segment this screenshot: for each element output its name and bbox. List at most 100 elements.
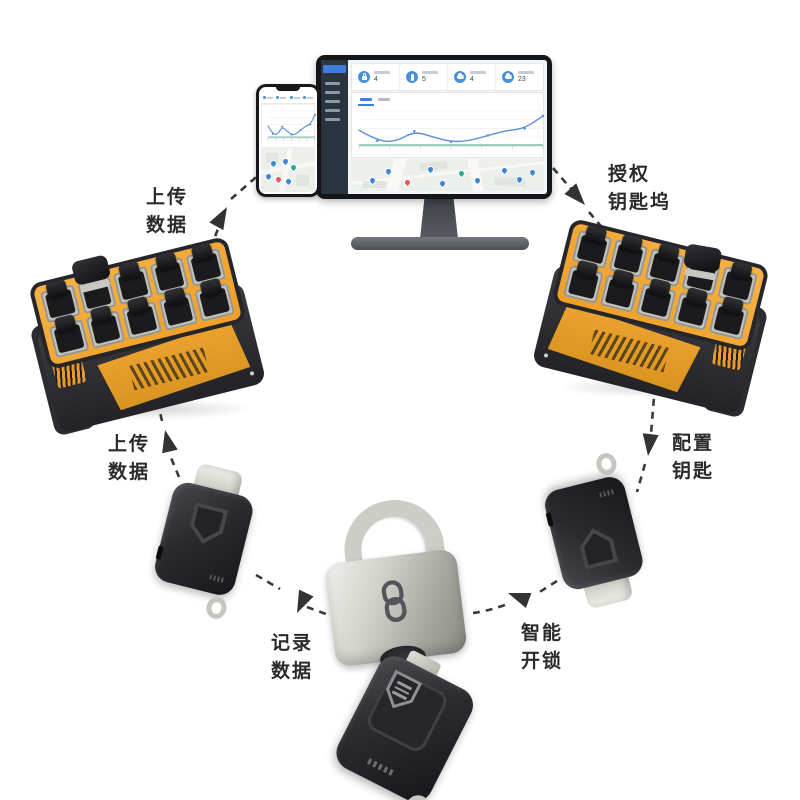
chart-data-point [449, 140, 453, 144]
map-block [295, 175, 309, 186]
key-indicator-dots [209, 574, 224, 583]
chart-data-point [314, 113, 316, 116]
flow-arrowhead [564, 183, 585, 205]
label-line: 数据 [146, 214, 189, 236]
chart-data-point [541, 114, 545, 118]
phone-stat-item [288, 96, 302, 99]
indicator-dot [377, 763, 383, 771]
map-pin-blue [500, 166, 508, 174]
stat-card: 4 [352, 64, 400, 90]
key-icon [276, 96, 280, 99]
dock-key-slot [158, 286, 199, 331]
map-pin-red [403, 179, 412, 187]
flow-dash-segment [255, 573, 281, 591]
stat-value: 5 [422, 75, 426, 83]
sidebar-item [325, 100, 340, 103]
smart-key-left [147, 458, 263, 622]
usb-port [545, 512, 554, 527]
label-line: 授权 [608, 164, 651, 185]
stat-text: 5 [422, 71, 438, 83]
chart-data-point [271, 132, 274, 135]
dock-front-grille [589, 330, 670, 373]
key-body [541, 473, 646, 593]
cloud-upload-icon [303, 96, 307, 99]
dock-screw [249, 371, 255, 376]
flow-arrowhead [209, 207, 227, 231]
dock-key-slot [672, 286, 713, 332]
stat-label-bar [266, 96, 273, 99]
smart-key-fob [327, 643, 483, 800]
map-pin-blue [265, 172, 273, 180]
stat-card: 5 [400, 64, 448, 90]
chart-line-series [358, 115, 544, 143]
indicator-dot [366, 758, 373, 765]
label-line: 上传 [108, 434, 151, 455]
label-line: 上传 [146, 187, 189, 208]
chart-data-point [412, 130, 416, 133]
flow-dash-segment [635, 463, 647, 493]
cloud-upload-icon [502, 71, 514, 83]
indicator-dot [220, 577, 224, 583]
phone-stat-row [261, 92, 315, 104]
monitor-stand-base [351, 237, 529, 250]
indicator-dot [372, 760, 378, 768]
monitor-chart-card [351, 92, 545, 158]
chain-link-logo-icon [381, 580, 407, 623]
sidebar-item [325, 118, 340, 121]
chart-data-point [299, 128, 302, 131]
stat-label-bar [293, 96, 300, 99]
dock-key-slot [194, 277, 236, 322]
cloud-icon [289, 96, 293, 99]
indicator-dot [603, 491, 607, 497]
stat-label-bar [518, 71, 534, 74]
sidebar-item [325, 91, 340, 94]
monitor-chart-svg [358, 110, 545, 149]
label-record-data: 记录 数据 [271, 630, 313, 685]
stat-label-bar [280, 96, 287, 99]
sidebar-active-item [323, 65, 346, 73]
label-line: 数据 [108, 461, 151, 483]
padlock-body [324, 548, 468, 668]
stat-text: 23 [518, 71, 534, 83]
indicator-dot [610, 489, 614, 495]
sidebar-item [325, 109, 340, 112]
stat-label-bar [374, 71, 390, 74]
smart-key-right [537, 450, 653, 615]
stat-label-bar [422, 71, 438, 74]
phone-chart-card [261, 104, 316, 148]
phone-stat-item [261, 96, 275, 99]
stat-value: 23 [518, 75, 526, 83]
monitor-screen: 4 5 4 23 [321, 60, 547, 194]
cloud-upload-icon-glyph [504, 73, 512, 79]
floating-key-right [681, 243, 723, 281]
stat-label-bar [470, 71, 486, 74]
key-body [151, 479, 256, 599]
label-configure-key: 配置 钥匙 [672, 430, 714, 485]
label-smart-unlock: 智能 开锁 [521, 620, 563, 675]
map-block [362, 181, 386, 188]
dock-key-slot [708, 295, 750, 341]
monitor-dashboard: 4 5 4 23 [348, 60, 547, 194]
phone-map-card [261, 148, 315, 192]
stat-value: 4 [470, 75, 474, 83]
chart-data-point [290, 133, 293, 136]
label-line: 钥匙坞 [608, 191, 672, 213]
stat-card: 4 [448, 64, 496, 90]
sidebar-item [325, 82, 340, 85]
indicator-dot [209, 574, 213, 580]
key-indicator-dots [599, 489, 614, 498]
flow-dash-segment [552, 167, 574, 192]
label-line: 智能 [521, 623, 564, 644]
label-line: 开锁 [521, 650, 564, 672]
chart-tab-active [360, 98, 372, 101]
stat-text: 4 [374, 71, 390, 83]
chart-data-point [486, 134, 490, 137]
lock-icon [262, 96, 266, 99]
dock-key-slot [48, 313, 90, 359]
chart-data-point [523, 127, 526, 130]
desktop-monitor: 4 5 4 23 [316, 55, 552, 199]
label-upload-data-top: 上传 数据 [146, 184, 188, 239]
lanyard-loop [204, 594, 229, 622]
map-pin-blue [438, 180, 446, 188]
